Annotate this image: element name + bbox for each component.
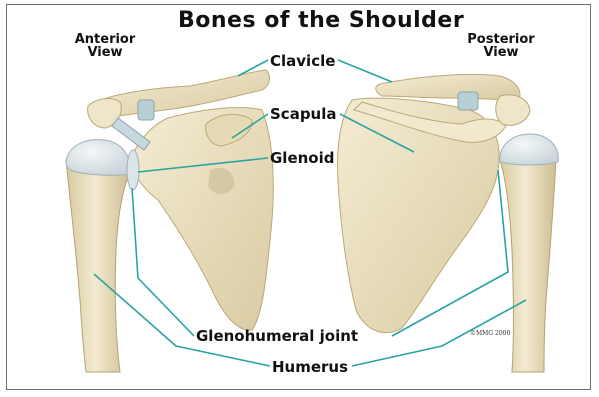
humerus-label: Humerus (272, 360, 348, 375)
posterior-acromion (496, 95, 530, 125)
posterior-bones (338, 74, 559, 372)
posterior-ligament (458, 92, 478, 110)
anterior-scapula (132, 108, 274, 331)
anterior-glenoid (127, 150, 139, 190)
glenoid-label: Glenoid (270, 151, 335, 166)
posterior-humeral-head (500, 134, 558, 165)
anterior-view-line-2: View (64, 46, 146, 59)
posterior-view-label: Posterior View (456, 33, 546, 59)
posterior-clavicle (376, 74, 520, 100)
scapula-label: Scapula (270, 107, 337, 122)
posterior-view-line-2: View (456, 46, 546, 59)
anterior-view-label: Anterior View (64, 33, 146, 59)
anterior-humerus (66, 156, 130, 372)
anterior-humeral-head (66, 140, 130, 176)
leader-clavicle-right (338, 60, 392, 82)
copyright-notice: ©MMG 2000 (470, 331, 510, 337)
diagram-title: Bones of the Shoulder (178, 10, 464, 32)
clavicle-label: Clavicle (270, 54, 335, 69)
glenohumeral-joint-label: Glenohumeral joint (196, 329, 358, 344)
posterior-humerus (500, 154, 556, 372)
anterior-ligament (138, 100, 154, 120)
